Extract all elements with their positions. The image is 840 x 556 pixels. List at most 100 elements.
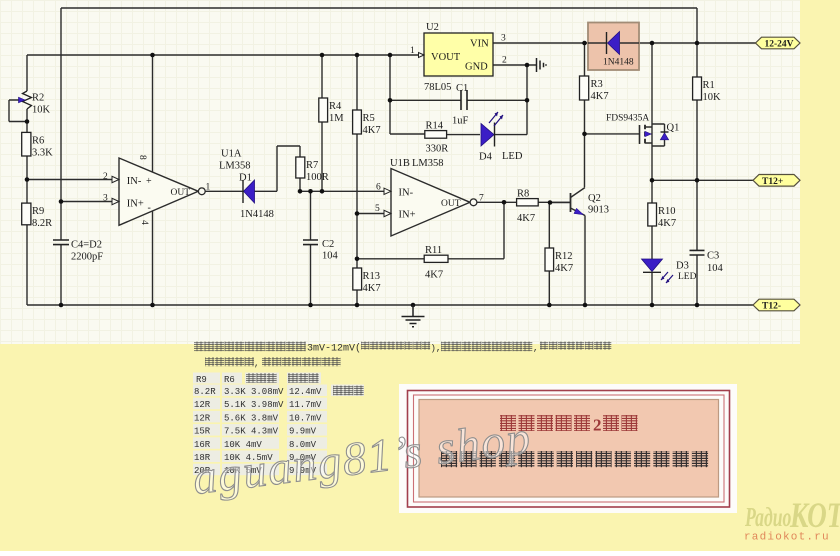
svg-text:OUT: OUT xyxy=(171,188,191,198)
svg-text:8.2R: 8.2R xyxy=(194,387,216,397)
svg-text:9.9mV: 9.9mV xyxy=(289,427,317,437)
svg-text:1M: 1M xyxy=(329,113,344,124)
svg-text:R6: R6 xyxy=(224,375,235,385)
svg-text:10K: 10K xyxy=(32,105,51,116)
svg-text:1N4148: 1N4148 xyxy=(603,58,634,68)
svg-text:),: ), xyxy=(431,344,442,354)
svg-text:10K 4mV: 10K 4mV xyxy=(224,440,262,450)
svg-text:R2: R2 xyxy=(32,93,44,104)
svg-text:330R: 330R xyxy=(426,144,449,155)
svg-text:9.0mV: 9.0mV xyxy=(289,453,317,463)
svg-text:R11: R11 xyxy=(425,245,442,256)
svg-text:78L05: 78L05 xyxy=(424,82,451,93)
svg-text:10K: 10K xyxy=(703,92,722,103)
svg-text:3: 3 xyxy=(103,194,108,204)
svg-text:4K7: 4K7 xyxy=(517,213,535,224)
svg-text:104: 104 xyxy=(322,251,339,262)
svg-text:+: + xyxy=(146,176,152,187)
svg-text:8.0mV: 8.0mV xyxy=(289,440,317,450)
svg-text:T12-: T12- xyxy=(762,302,781,312)
svg-text:R9: R9 xyxy=(196,375,207,385)
svg-text:IN+: IN+ xyxy=(127,199,144,210)
svg-text:3mV-12mV(: 3mV-12mV( xyxy=(307,343,361,355)
svg-text:C3: C3 xyxy=(707,251,719,262)
svg-text:8: 8 xyxy=(137,155,147,160)
svg-text:11.7mV: 11.7mV xyxy=(289,400,322,410)
svg-text:4K7: 4K7 xyxy=(363,283,381,294)
svg-text:R9: R9 xyxy=(32,206,44,217)
svg-text:1N4148: 1N4148 xyxy=(240,209,274,220)
svg-text:IN+: IN+ xyxy=(399,210,416,221)
svg-text:D3: D3 xyxy=(676,261,689,272)
svg-text:4K7: 4K7 xyxy=(555,263,573,274)
svg-text:3.3K 3.08mV: 3.3K 3.08mV xyxy=(224,387,284,397)
svg-text:IN-: IN- xyxy=(399,188,414,199)
svg-text:U2: U2 xyxy=(426,22,439,33)
svg-text:12.4mV: 12.4mV xyxy=(289,387,322,397)
svg-text:5.1K 3.98mV: 5.1K 3.98mV xyxy=(224,400,284,410)
svg-text:3: 3 xyxy=(501,34,506,44)
svg-text:10K 4.5mV: 10K 4.5mV xyxy=(224,453,273,463)
svg-text:16R: 16R xyxy=(194,440,211,450)
svg-text:5.6K 3.8mV: 5.6K 3.8mV xyxy=(224,413,279,423)
svg-text:R7: R7 xyxy=(306,160,318,171)
svg-text:VOUT: VOUT xyxy=(431,52,461,63)
svg-text:R14: R14 xyxy=(426,121,444,132)
svg-text:4K7: 4K7 xyxy=(658,218,676,229)
svg-text:7: 7 xyxy=(479,194,484,204)
svg-text:10.7mV: 10.7mV xyxy=(289,413,322,423)
svg-text:2: 2 xyxy=(593,416,602,435)
svg-text:R10: R10 xyxy=(658,206,676,217)
svg-text:Радио: Радио xyxy=(744,502,791,532)
svg-text:C1: C1 xyxy=(456,83,468,94)
svg-text:10K 5mV: 10K 5mV xyxy=(224,466,262,476)
svg-text:,: , xyxy=(254,359,259,369)
svg-text:12R: 12R xyxy=(194,400,211,410)
svg-text:100R: 100R xyxy=(306,172,329,183)
svg-text:4K7: 4K7 xyxy=(591,91,609,102)
svg-text:Q1: Q1 xyxy=(667,123,680,134)
svg-text:U1A: U1A xyxy=(221,149,242,160)
svg-text:12-24V: 12-24V xyxy=(765,40,794,50)
svg-text:C4=D2: C4=D2 xyxy=(71,240,102,251)
svg-text:12R: 12R xyxy=(194,413,211,423)
svg-text:R8: R8 xyxy=(517,189,529,200)
svg-text:20R: 20R xyxy=(194,466,211,476)
svg-text:3.3K: 3.3K xyxy=(32,147,53,158)
svg-text:LED: LED xyxy=(502,151,523,162)
svg-text:1: 1 xyxy=(206,183,211,193)
svg-text:6: 6 xyxy=(376,183,381,193)
svg-text:2: 2 xyxy=(502,56,507,66)
svg-text:КОТ: КОТ xyxy=(789,494,840,535)
svg-text:radiokot.ru: radiokot.ru xyxy=(744,532,830,544)
svg-text:104: 104 xyxy=(707,263,724,274)
svg-text:U1B: U1B xyxy=(390,158,410,169)
svg-text:OUT: OUT xyxy=(441,199,461,209)
svg-text:IN-: IN- xyxy=(127,176,142,187)
svg-text:8.2R: 8.2R xyxy=(32,218,52,229)
svg-text:5: 5 xyxy=(375,204,380,214)
svg-text:,: , xyxy=(533,344,538,354)
svg-text:4K7: 4K7 xyxy=(363,125,381,136)
svg-text:9.9mV: 9.9mV xyxy=(289,466,317,476)
svg-text:R13: R13 xyxy=(363,271,381,282)
svg-text:15R: 15R xyxy=(194,427,211,437)
svg-text:9013: 9013 xyxy=(588,205,609,216)
svg-text:GND: GND xyxy=(465,62,488,73)
svg-text:R6: R6 xyxy=(32,135,44,146)
svg-text:R5: R5 xyxy=(363,113,375,124)
svg-text:D1: D1 xyxy=(239,173,252,184)
svg-text:7.5K 4.3mV: 7.5K 4.3mV xyxy=(224,427,279,437)
svg-text:FDS9435A: FDS9435A xyxy=(606,114,649,124)
svg-text:4: 4 xyxy=(139,220,149,225)
svg-text:T12+: T12+ xyxy=(762,177,783,187)
svg-text:LED: LED xyxy=(678,272,697,282)
svg-text:LM358: LM358 xyxy=(412,158,444,169)
svg-text:2200pF: 2200pF xyxy=(71,252,103,263)
svg-text:4K7: 4K7 xyxy=(425,270,443,281)
svg-text:R12: R12 xyxy=(555,251,573,262)
svg-text:-: - xyxy=(148,203,151,214)
svg-text:1uF: 1uF xyxy=(452,116,469,127)
svg-text:R1: R1 xyxy=(703,80,715,91)
svg-text:Q2: Q2 xyxy=(588,193,601,204)
